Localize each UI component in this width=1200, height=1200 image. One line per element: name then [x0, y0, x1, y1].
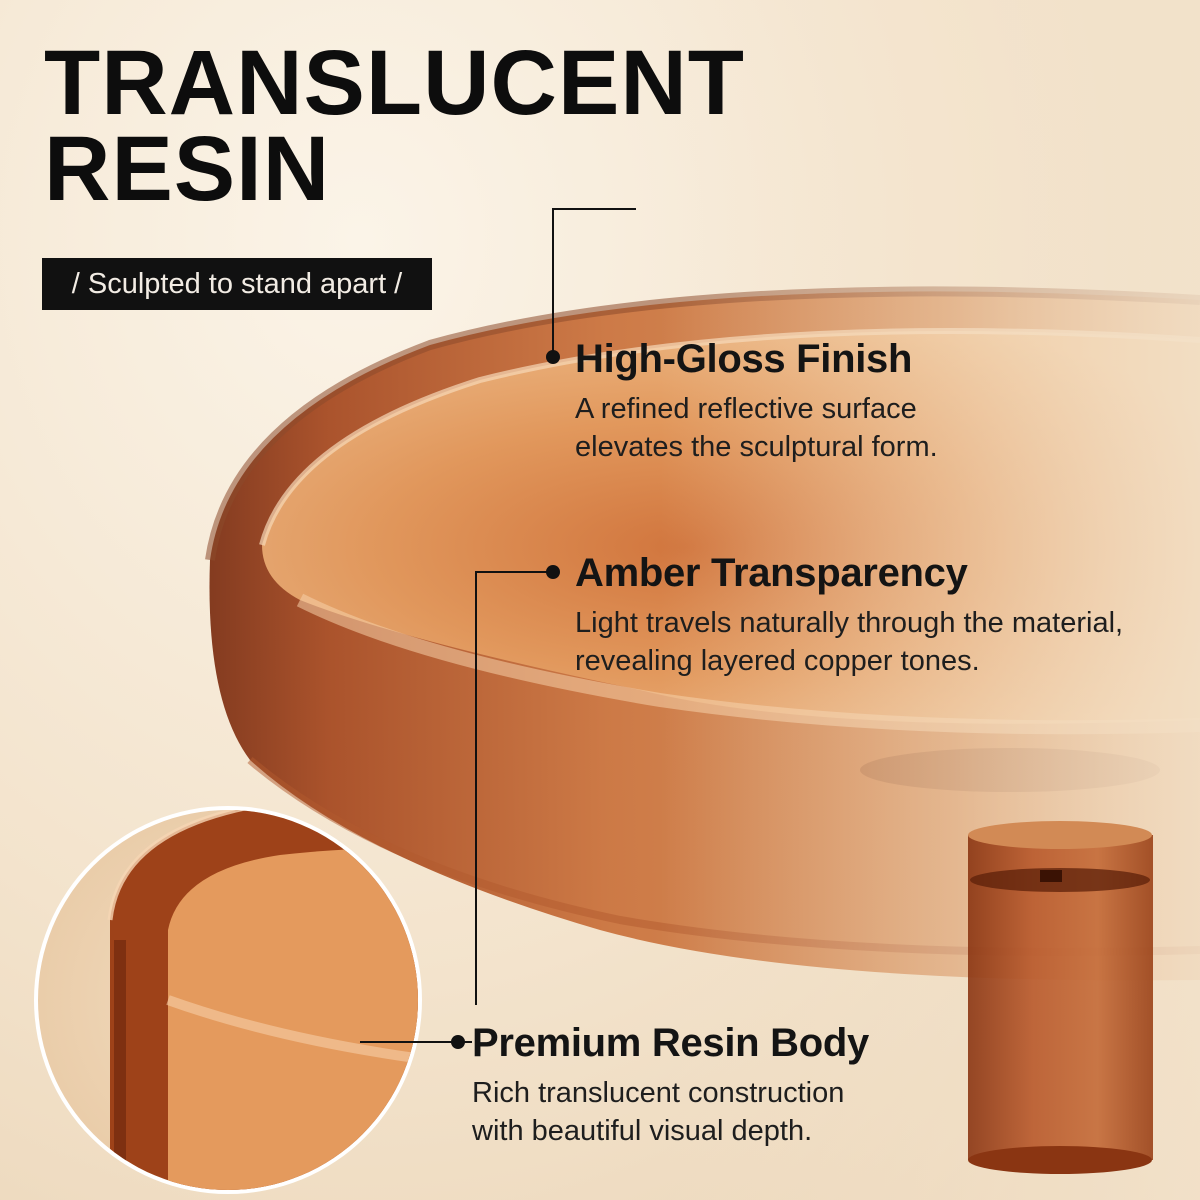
- feature-title: Premium Resin Body: [472, 1021, 869, 1065]
- feature-description: Light travels naturally through the mate…: [575, 607, 1124, 677]
- callout-dot-resin: [451, 1035, 465, 1049]
- feature-amber-transparency: Amber Transparency Light travels natural…: [575, 550, 1185, 680]
- headline-line1: TRANSLUCENT: [44, 32, 745, 134]
- callout-dot-amber: [546, 565, 560, 579]
- feature-high-gloss: High-Gloss Finish A refined reflective s…: [575, 336, 1015, 466]
- detail-closeup-image: [34, 806, 422, 1194]
- callout-dot-gloss: [546, 350, 560, 364]
- headline: TRANSLUCENT RESIN: [44, 32, 745, 220]
- pedestal-image: [968, 821, 1153, 1174]
- headline-line2: RESIN: [44, 118, 331, 220]
- feature-description: A refined reflective surface elevates th…: [575, 393, 938, 463]
- feature-title: Amber Transparency: [575, 551, 968, 595]
- feature-description: Rich translucent construction with beaut…: [472, 1077, 845, 1147]
- feature-title: High-Gloss Finish: [575, 337, 913, 381]
- feature-premium-resin: Premium Resin Body Rich translucent cons…: [472, 1020, 902, 1150]
- tagline-badge: / Sculpted to stand apart /: [42, 258, 432, 310]
